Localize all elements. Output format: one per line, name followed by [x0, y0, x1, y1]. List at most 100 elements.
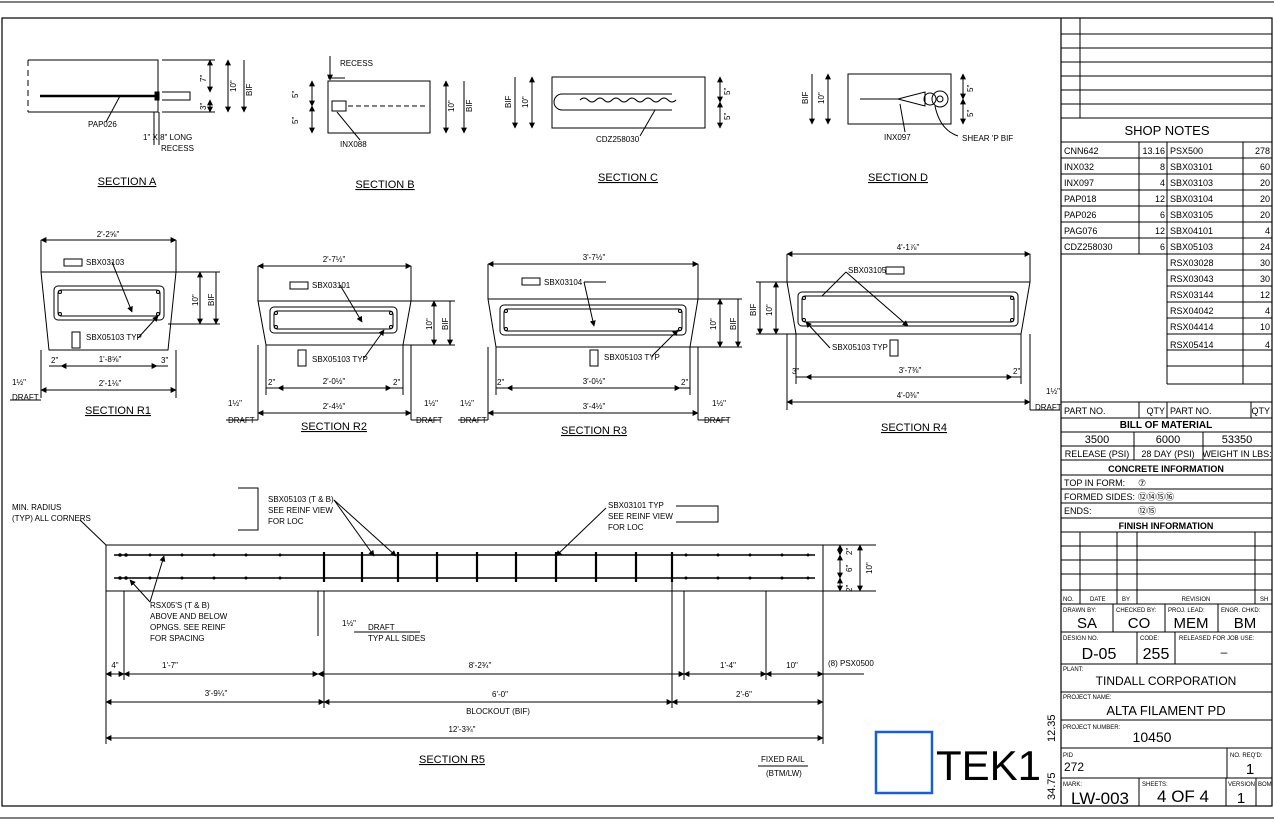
- part-right-name: SBX03101: [1170, 162, 1213, 172]
- section-r3-title: SECTION R3: [561, 425, 627, 437]
- section-r1-top: 2'-2⅝": [97, 230, 120, 239]
- noreq-label: NO. REQ'D:: [1230, 753, 1263, 759]
- section-r2-a: SBX03101: [312, 281, 351, 290]
- r5-dim-10: 10": [786, 661, 798, 670]
- shop-notes-heading: SHOP NOTES: [1124, 123, 1209, 138]
- lead-label: PROJ. LEAD:: [1168, 608, 1205, 614]
- part-right-qty: 4: [1265, 226, 1270, 236]
- r5-note1-c: FOR LOC: [268, 517, 304, 526]
- section-r5: MIN. RADIUS (TYP) ALL CORNERS SBX05103 (…: [12, 487, 876, 778]
- part-left-name: CNN642: [1064, 146, 1099, 156]
- logo-text: TEK1: [936, 742, 1041, 789]
- r5-note1-a: SBX05103 (T & B): [268, 495, 334, 504]
- part-left-name: INX097: [1064, 178, 1094, 188]
- section-r4-b: SBX05103 TYP: [832, 343, 888, 352]
- checked-label: CHECKED BY:: [1116, 608, 1157, 614]
- section-b-label-1: INX088: [340, 140, 367, 149]
- part-left-qty: 13.16: [1142, 146, 1165, 156]
- section-r1-draft-dim: 1½": [12, 378, 26, 387]
- part-left-name: PAP026: [1064, 210, 1096, 220]
- section-r3-h: 10": [709, 318, 718, 330]
- design-label: DESIGN NO.: [1063, 636, 1099, 642]
- section-c-dim-1: 5": [723, 88, 732, 95]
- r5-rail-2: (BTM/LW): [766, 769, 802, 778]
- part-right-qty: 20: [1260, 178, 1270, 188]
- mark-label: MARK:: [1063, 782, 1082, 788]
- section-r4-draft-dim: 1½": [1046, 387, 1060, 396]
- section-r2-draft: DRAFT: [228, 416, 255, 425]
- r5-h6: 6": [845, 565, 854, 572]
- part-left-qty: 12: [1155, 194, 1165, 204]
- mark-value: LW-003: [1071, 789, 1129, 808]
- section-c-label-1: CDZ258030: [596, 135, 640, 144]
- section-c-dim-2: 5": [723, 113, 732, 120]
- weight-label: WEIGHT IN LBS:: [1202, 449, 1271, 459]
- section-d-dim-3: 10": [817, 92, 826, 104]
- r5-note2-b: SEE REINF VIEW: [608, 512, 673, 521]
- r5-rail-1: FIXED RAIL: [761, 755, 805, 764]
- section-r3-bif: BIF: [729, 317, 738, 330]
- weight-value: 53350: [1222, 434, 1253, 446]
- pid-label: PID: [1063, 753, 1074, 759]
- section-r4-title: SECTION R4: [881, 422, 947, 434]
- section-a: PAP026 1" X 8" LONG RECESS 10" 7" 3" BIF: [27, 59, 254, 153]
- pid-value: 272: [1064, 760, 1084, 774]
- section-a-label-2: 1" X 8" LONG: [143, 133, 192, 142]
- section-r2-r: 2": [393, 378, 400, 387]
- section-r2-draft-dim-right: 1½": [424, 399, 438, 408]
- day28-label: 28 DAY (PSI): [1141, 449, 1194, 459]
- r5-dim-82: 8'-2¾": [469, 661, 492, 670]
- part-right-qty: 20: [1260, 210, 1270, 220]
- tek1-logo: TEK1: [874, 730, 1041, 795]
- section-r3-b: SBX05103 TYP: [604, 353, 660, 362]
- hdr-part-right: PART NO.: [1170, 406, 1212, 416]
- release-value: 3500: [1085, 434, 1109, 446]
- section-b-dim-2: 5": [291, 117, 300, 124]
- r5-dim-60: 6'-0": [492, 690, 508, 699]
- release-label: RELEASE (PSI): [1065, 449, 1130, 459]
- part-right-name: RSX03144: [1170, 290, 1214, 300]
- section-c-bif: BIF: [504, 95, 513, 108]
- section-r2: SBX03101 SBX05103 TYP 2'-7½" 2'-0½" 2'-4…: [226, 255, 455, 425]
- section-r3-top: 3'-7½": [583, 253, 606, 262]
- day28-value: 6000: [1156, 434, 1180, 446]
- part-right-name: PSX500: [1170, 146, 1203, 156]
- part-left-qty: 4: [1160, 178, 1165, 188]
- r5-note1-b: SEE REINF VIEW: [268, 506, 333, 515]
- part-right-qty: 278: [1255, 146, 1270, 156]
- section-r3-a: SBX03104: [544, 278, 583, 287]
- code-label: CODE:: [1140, 636, 1159, 642]
- section-r1-title: SECTION R1: [85, 405, 151, 417]
- section-a-title: SECTION A: [98, 176, 157, 188]
- section-r2-draft-dim: 1½": [228, 399, 242, 408]
- part-right-qty: 20: [1260, 194, 1270, 204]
- r5-minr-1: MIN. RADIUS: [12, 503, 61, 512]
- section-d-label-1: INX097: [884, 133, 911, 142]
- section-r4-h: 10": [765, 304, 774, 316]
- side-dim-a: 12.35: [1046, 714, 1058, 742]
- section-r2-top: 2'-7½": [323, 255, 346, 264]
- section-r3-l: 2": [497, 378, 504, 387]
- part-right-name: SBX03104: [1170, 194, 1213, 204]
- section-r4-mid: 3'-7⅜": [899, 366, 922, 375]
- released-label: RELEASED FOR JOB USE:: [1179, 636, 1255, 642]
- part-left-name: CDZ258030: [1064, 242, 1113, 252]
- part-right-name: RSX03028: [1170, 258, 1214, 268]
- r5-vertical-bars: [322, 552, 674, 582]
- section-r1-bif: BIF: [207, 293, 216, 306]
- section-r2-title: SECTION R2: [301, 421, 367, 433]
- section-b: RECESS INX088 5" 5" 10" BIF: [291, 56, 474, 149]
- section-d-dim-1: 5": [966, 85, 975, 92]
- section-r3: SBX03104 SBX05103 TYP 3'-7½" 3'-0½" 3'-4…: [458, 253, 742, 425]
- lead-value: MEM: [1174, 615, 1209, 632]
- top-form-value: ⑦: [1138, 478, 1146, 488]
- part-right-qty: 30: [1260, 258, 1270, 268]
- part-right-qty: 30: [1260, 274, 1270, 284]
- section-r2-l: 2": [268, 378, 275, 387]
- section-r3-draft-dim: 1½": [460, 399, 474, 408]
- section-d: INX097 SHEAR 'P BIF 5" 5" 10" BIF: [801, 73, 1013, 143]
- code-value: 255: [1143, 646, 1170, 663]
